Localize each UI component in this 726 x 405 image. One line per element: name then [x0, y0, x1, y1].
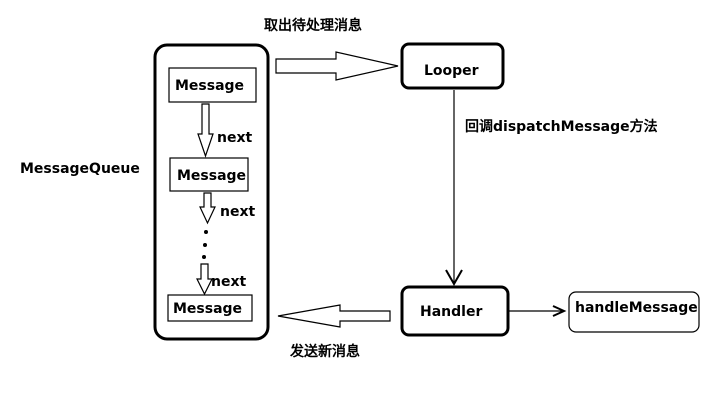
handle-message-node [568, 291, 700, 333]
send-new-arrow [277, 304, 391, 328]
callback-label: 回调dispatchMessage方法 [465, 118, 658, 135]
message-box-1 [168, 67, 257, 103]
take-out-arrow [275, 51, 399, 81]
next-arrow-1 [197, 103, 214, 158]
next-arrow-3 [196, 263, 213, 296]
send-new-label: 发送新消息 [289, 343, 360, 360]
next-label-3: next [211, 274, 246, 290]
message-box-2-label: Message [177, 168, 246, 184]
ellipsis-dot-1 [204, 230, 208, 234]
next-label-1: next [217, 130, 252, 146]
take-out-label: 取出待处理消息 [264, 17, 362, 34]
handle-message-label: handleMessage [575, 300, 698, 316]
next-arrow-2 [199, 192, 216, 225]
message-box-2 [169, 157, 249, 192]
looper-node [400, 42, 505, 90]
message-box-3-label: Message [173, 301, 242, 317]
message-box-3 [167, 294, 253, 322]
ellipsis-dot-2 [203, 243, 207, 247]
next-label-2: next [220, 204, 255, 220]
callback-arrowhead [445, 269, 463, 287]
message-queue-label: MessageQueue [20, 161, 140, 177]
message-box-1-label: Message [175, 78, 244, 94]
looper-label: Looper [424, 63, 479, 79]
handler-node [400, 285, 510, 337]
handler-label: Handler [420, 304, 482, 320]
handle-arrowhead [552, 305, 567, 317]
ellipsis-dot-3 [202, 255, 206, 259]
message-queue-container [153, 43, 270, 341]
